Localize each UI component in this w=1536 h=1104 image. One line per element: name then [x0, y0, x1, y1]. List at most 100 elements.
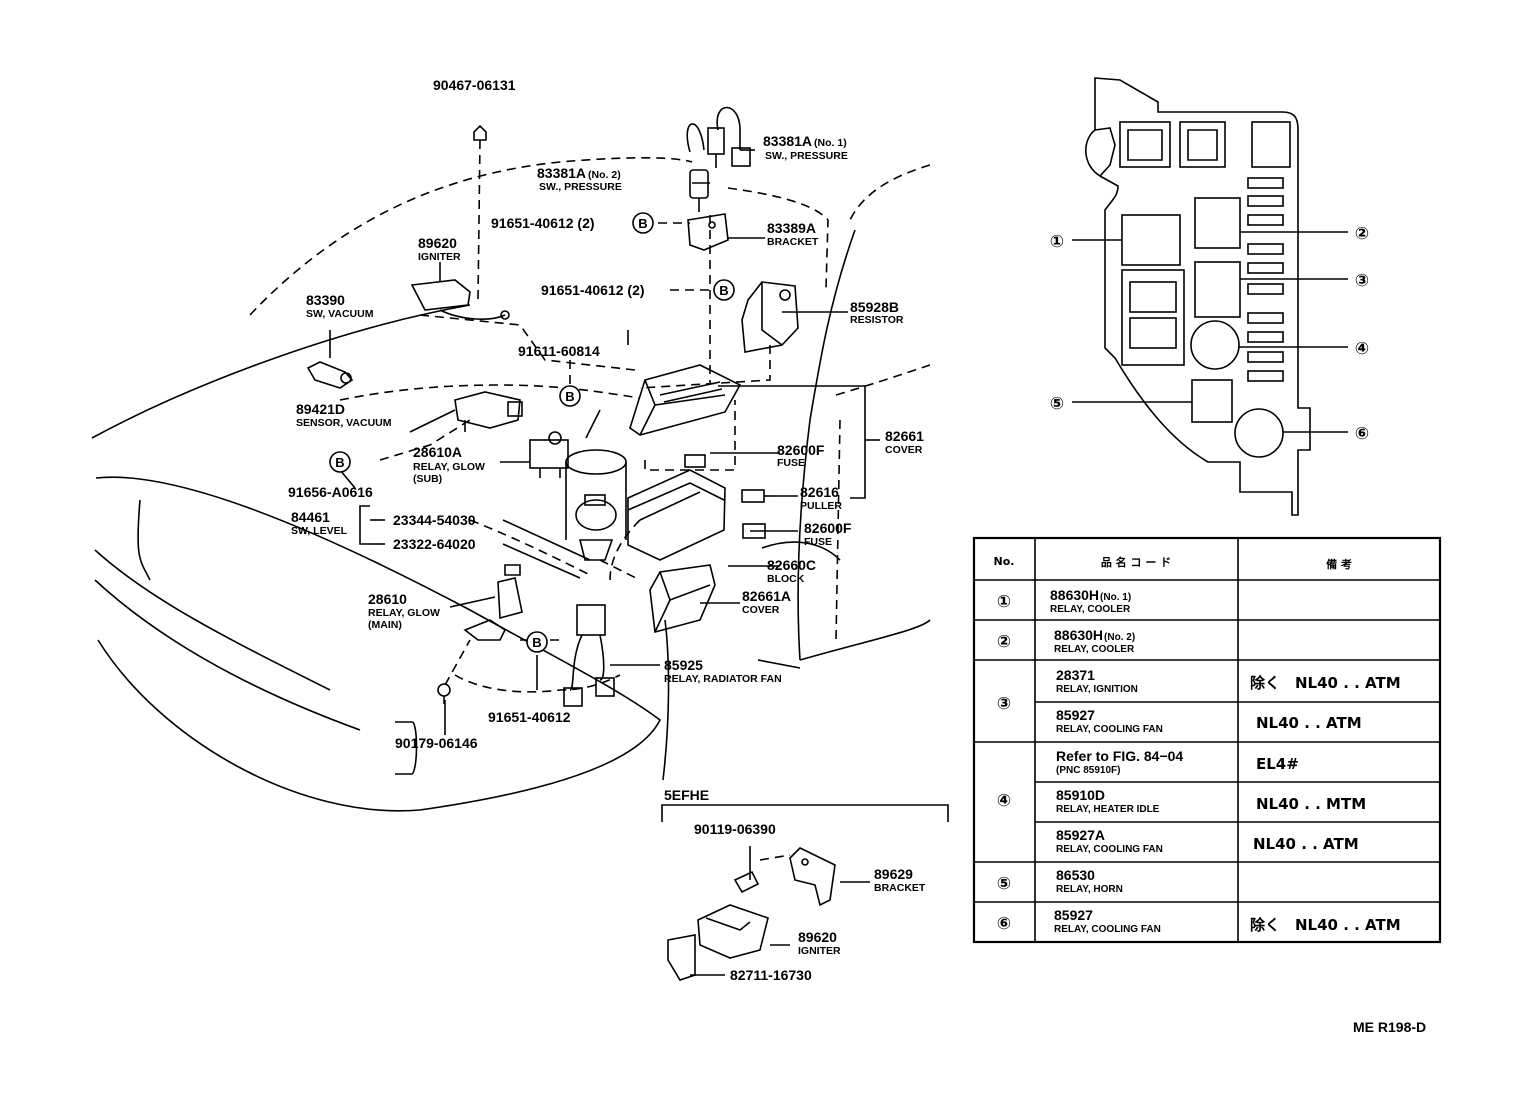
svg-text:SW., PRESSURE: SW., PRESSURE	[539, 181, 622, 193]
svg-text:82660C: 82660C	[767, 557, 816, 573]
svg-text:B: B	[719, 283, 728, 298]
svg-text:RELAY, IGNITION: RELAY, IGNITION	[1056, 684, 1138, 695]
callout-91656-a0616: 91656-A0616	[288, 484, 373, 500]
svg-text:82661A: 82661A	[742, 588, 791, 604]
relay-marker-1: ①	[1050, 232, 1064, 252]
svg-text:BLOCK: BLOCK	[767, 573, 805, 585]
svg-text:RELAY, COOLING FAN: RELAY, COOLING FAN	[1056, 724, 1163, 735]
svg-text:89421D: 89421D	[296, 401, 345, 417]
svg-text:SW., PRESSURE: SW., PRESSURE	[765, 150, 848, 162]
parts-table: No. 品 名 コ ー ド 備 考 ① ② ③ ④ ⑤ ⑥ 88630H(No.…	[994, 555, 1401, 935]
svg-text:91611-60814: 91611-60814	[518, 343, 600, 359]
remark: 除く NL40 . . ATM	[1250, 916, 1401, 934]
svg-text:5EFHE: 5EFHE	[664, 787, 709, 803]
remark: EL4#	[1256, 755, 1299, 773]
remark: 除く NL40 . . ATM	[1250, 674, 1401, 692]
svg-text:82600F: 82600F	[777, 442, 825, 458]
svg-text:IGNITER: IGNITER	[798, 945, 841, 957]
svg-text:23322-64020: 23322-64020	[393, 536, 476, 552]
cover-82661a	[649, 564, 716, 634]
callout-89629: 89629 BRACKET	[874, 866, 926, 894]
svg-text:91651-40612: 91651-40612	[488, 709, 571, 725]
marker-b: B	[632, 212, 654, 234]
callout-82600f-lower: 82600F FUSE	[804, 520, 852, 548]
table-row: 88630H(No. 2) RELAY, COOLER	[1054, 627, 1135, 655]
svg-text:88630H(No. 1): 88630H(No. 1)	[1050, 587, 1131, 603]
remark: NL40 . . ATM	[1256, 714, 1362, 732]
relay-box-markers: ① ② ③ ④ ⑤ ⑥	[1050, 224, 1369, 444]
svg-text:84461: 84461	[291, 509, 330, 525]
svg-text:COVER: COVER	[742, 604, 780, 616]
relay-marker-4: ④	[1355, 339, 1369, 359]
glow-relay-main	[463, 564, 523, 641]
callout-28610: 28610 RELAY, GLOW (MAIN)	[368, 591, 440, 631]
igniter-89620	[410, 279, 510, 320]
svg-text:85910D: 85910D	[1056, 787, 1105, 803]
svg-text:RELAY, COOLER: RELAY, COOLER	[1054, 644, 1135, 655]
svg-text:23344-54030: 23344-54030	[393, 512, 476, 528]
bolt-90467	[473, 124, 487, 141]
svg-text:②: ②	[1355, 224, 1369, 244]
level-switch-84461	[565, 449, 627, 561]
table-row: Refer to FIG. 84−04 (PNC 85910F)	[1056, 748, 1183, 776]
vacuum-switch-83390	[306, 361, 354, 389]
callout-83381a-no1: 83381A(No. 1) SW., PRESSURE	[763, 133, 848, 162]
pressure-switch-no1	[707, 106, 751, 168]
svg-text:85928B: 85928B	[850, 299, 899, 315]
svg-text:28610: 28610	[368, 591, 407, 607]
svg-text:91651-40612 (2): 91651-40612 (2)	[491, 215, 595, 231]
row-no: ④	[997, 791, 1011, 811]
svg-text:83390: 83390	[306, 292, 345, 308]
inset-label-5efhe: 5EFHE	[664, 787, 709, 803]
svg-text:82711-16730: 82711-16730	[730, 967, 812, 983]
table-row: 28371 RELAY, IGNITION	[1056, 667, 1138, 695]
svg-text:(MAIN): (MAIN)	[368, 619, 402, 631]
svg-text:(SUB): (SUB)	[413, 473, 442, 485]
header-remarks: 備 考	[1326, 557, 1352, 571]
inset-bolt-90119	[733, 870, 760, 894]
svg-text:28610A: 28610A	[413, 444, 462, 460]
svg-text:89629: 89629	[874, 866, 913, 882]
svg-text:B: B	[565, 389, 574, 404]
table-row: 86530 RELAY, HORN	[1056, 867, 1123, 895]
svg-text:82661: 82661	[885, 428, 924, 444]
svg-text:(PNC 85910F): (PNC 85910F)	[1056, 765, 1120, 776]
svg-text:Refer to FIG. 84−04: Refer to FIG. 84−04	[1056, 748, 1183, 764]
svg-text:COVER: COVER	[885, 444, 923, 456]
callout-labels: 90467-06131 83381A(No. 1) SW., PRESSURE …	[288, 77, 926, 983]
header-part-code: 品 名 コ ー ド	[1101, 555, 1171, 569]
vacuum-sensor-89421d	[454, 391, 523, 432]
marker-b: B	[713, 279, 735, 301]
callout-91651-40612-a: 91651-40612 (2)	[491, 215, 595, 231]
callout-82661: 82661 COVER	[885, 428, 924, 456]
relay-box-leaders	[1072, 231, 1348, 433]
svg-text:④: ④	[1355, 339, 1369, 359]
relay-marker-2: ②	[1355, 224, 1369, 244]
fuse-82600f-lower	[742, 523, 766, 539]
svg-text:28371: 28371	[1056, 667, 1095, 683]
svg-text:①: ①	[1050, 232, 1064, 252]
svg-text:SW, VACUUM: SW, VACUUM	[306, 308, 374, 320]
table-row: 85927A RELAY, COOLING FAN	[1056, 827, 1163, 855]
callout-84461: 84461 SW, LEVEL	[291, 509, 348, 537]
svg-text:85927A: 85927A	[1056, 827, 1105, 843]
inset-bracket-89629	[789, 847, 836, 907]
table-no-column: ① ② ③ ④ ⑤ ⑥	[997, 592, 1011, 934]
relay-block-82660c	[627, 454, 726, 561]
callout-90119-06390: 90119-06390	[694, 821, 776, 837]
callout-28610a: 28610A RELAY, GLOW (SUB)	[413, 444, 485, 485]
row-no: ⑥	[997, 914, 1011, 934]
callout-82711-16730: 82711-16730	[730, 967, 812, 983]
svg-text:RELAY, RADIATOR FAN: RELAY, RADIATOR FAN	[664, 673, 782, 685]
svg-text:83381A(No. 1): 83381A(No. 1)	[763, 133, 847, 149]
svg-text:85927: 85927	[1054, 907, 1093, 923]
callout-82660c: 82660C BLOCK	[767, 557, 816, 585]
svg-text:B: B	[532, 635, 541, 650]
svg-text:RELAY, COOLING FAN: RELAY, COOLING FAN	[1056, 844, 1163, 855]
callout-83389a: 83389A BRACKET	[767, 220, 819, 248]
callout-83390: 83390 SW, VACUUM	[306, 292, 374, 320]
svg-text:SENSOR, VACUUM: SENSOR, VACUUM	[296, 417, 392, 429]
table-row: 85927 RELAY, COOLING FAN	[1056, 707, 1163, 735]
row-no: ②	[997, 632, 1011, 652]
